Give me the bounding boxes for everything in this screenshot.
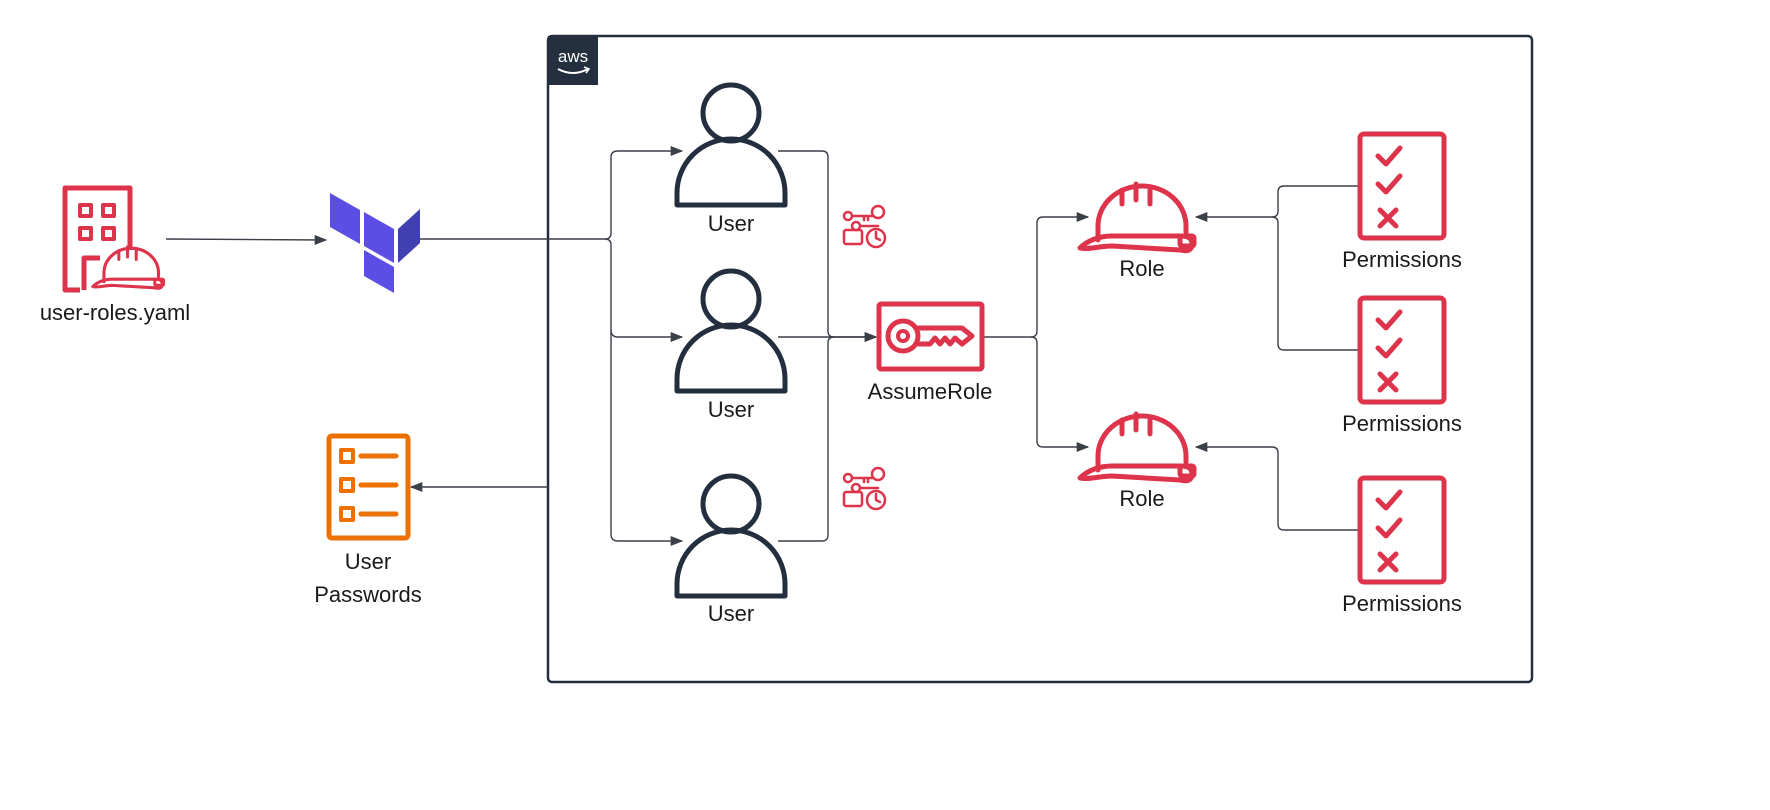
edge-assumerole-role2: [1030, 336, 1090, 453]
aws-badge-text: aws: [558, 47, 588, 66]
temporary-credentials-icon: [842, 204, 887, 249]
role-helmet-icon[interactable]: [1080, 414, 1194, 481]
permissions-icon[interactable]: [1360, 134, 1444, 238]
user-icon[interactable]: [677, 85, 785, 205]
role-helmet-icon[interactable]: [1080, 184, 1194, 251]
user-passwords-label-line1: User: [344, 549, 392, 574]
edge-terraform-user2: [420, 238, 684, 343]
user-label: User: [707, 211, 755, 236]
connectors: [165, 145, 1360, 547]
user-passwords-label-line2: Passwords: [314, 582, 422, 607]
source-file-label: user-roles.yaml: [39, 300, 191, 325]
edge-user3-assumerole: [778, 336, 835, 542]
key-icon[interactable]: [876, 301, 985, 372]
aws-cloud-group: [546, 34, 1534, 684]
permissions-icon[interactable]: [1360, 298, 1444, 402]
assume-role-label: AssumeRole: [867, 379, 993, 404]
edge-perm3-role2: [1194, 441, 1360, 531]
permissions-label: Permissions: [1342, 591, 1462, 616]
role-label: Role: [1119, 486, 1165, 511]
role-label: Role: [1119, 256, 1165, 281]
terraform-logo-icon[interactable]: [330, 193, 420, 293]
user-icon[interactable]: [677, 476, 785, 596]
iam-identity-center-icon[interactable]: [62, 185, 166, 293]
edge-terraform-user1: [604, 145, 684, 240]
checklist-icon[interactable]: [326, 433, 411, 541]
permissions-label: Permissions: [1342, 247, 1462, 272]
edge-assumerole-role1: [983, 211, 1090, 338]
edge-perm1-role1: [1194, 185, 1360, 223]
edge-terraform-user3: [610, 330, 684, 547]
edge-perm2-role1: [1271, 216, 1360, 351]
user-passwords-label: User Passwords: [298, 545, 438, 611]
user-label: User: [707, 601, 755, 626]
permissions-label: Permissions: [1342, 411, 1462, 436]
permissions-icon[interactable]: [1360, 478, 1444, 582]
aws-logo-icon: aws: [548, 36, 598, 85]
edge-yaml-terraform: [165, 234, 328, 245]
user-icon[interactable]: [677, 271, 785, 391]
user-label: User: [707, 397, 755, 422]
temporary-credentials-icon: [842, 466, 887, 511]
